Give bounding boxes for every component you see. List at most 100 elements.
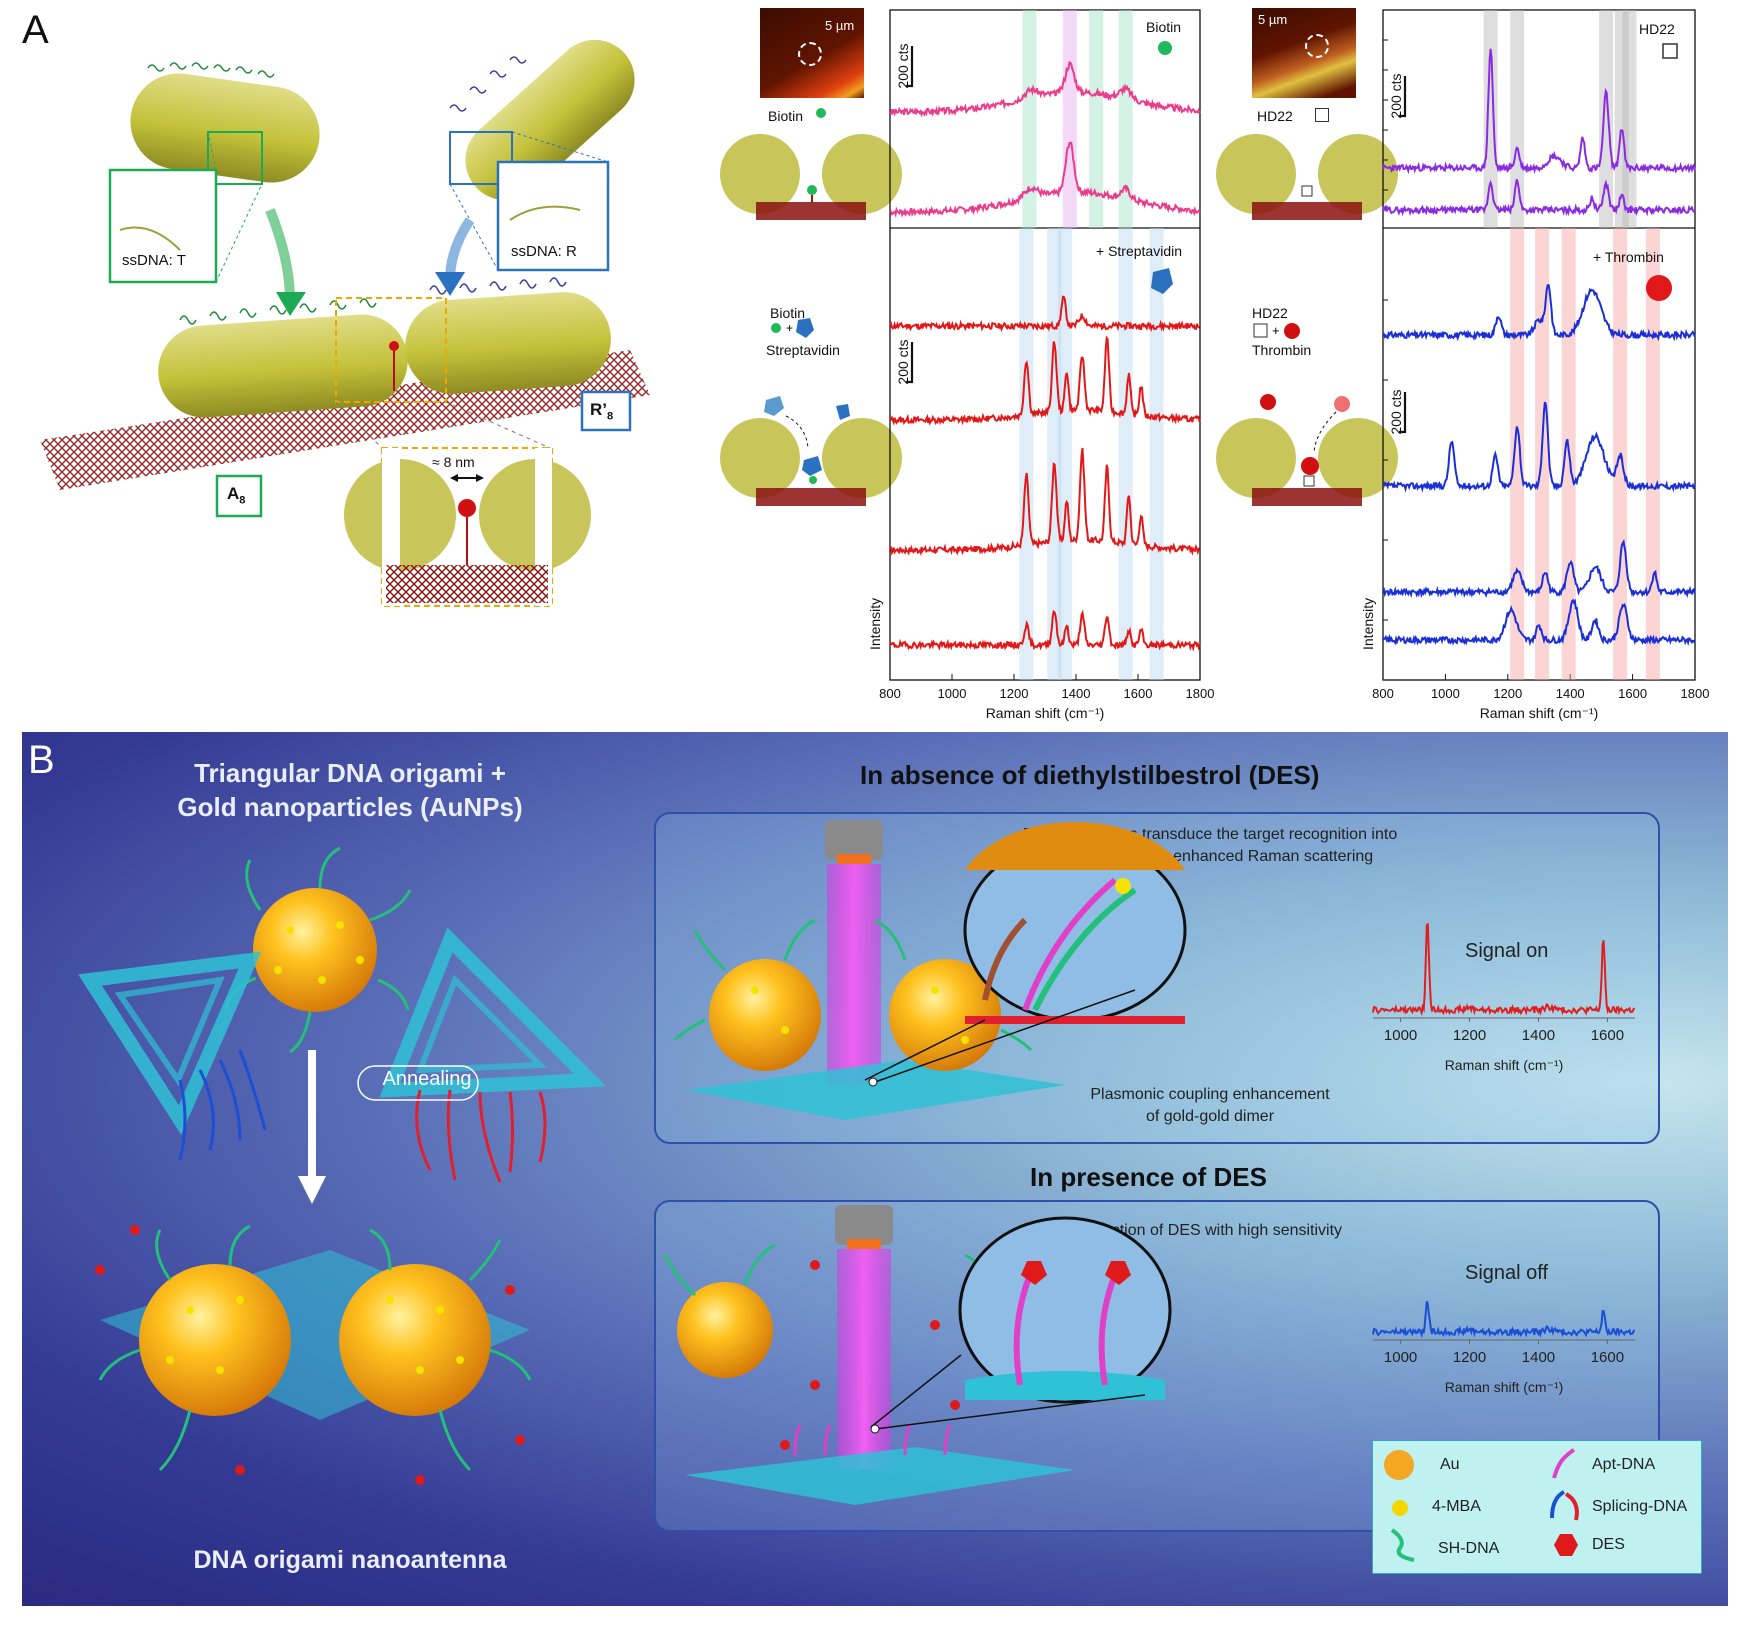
biotin-scale-bar: 5 µm (825, 18, 855, 33)
biotin-blue-band (1058, 228, 1073, 680)
biotin-top-scale-bar (906, 46, 914, 88)
signal-on-xlabel: Raman shift (cm⁻¹) (1445, 1057, 1564, 1073)
legend-splicing-icon (1550, 1490, 1579, 1521)
hd22-grey-band (1599, 10, 1614, 228)
hd22-thrombin-icon (1646, 275, 1672, 301)
hd22-bottom-spectrum-1 (1382, 284, 1696, 342)
signal-on-tick-label: 1600 (1591, 1027, 1624, 1044)
biotin-gap-icon-bottom (720, 396, 902, 506)
biotin-bottom-spectrum-4 (889, 609, 1201, 652)
biotin-circle-marker (798, 42, 822, 66)
hd22-xtick-label: 1200 (1493, 686, 1522, 701)
hd22-bottom-spectrum-2 (1382, 401, 1696, 493)
presence-desc: Detection of DES with high sensitivity (1077, 1222, 1343, 1239)
absence-note-2: of gold-gold dimer (1145, 1108, 1275, 1125)
hd22-red-band (1510, 228, 1525, 680)
hd22-grey-band (1622, 10, 1637, 228)
signal-off-tick-label: 1200 (1453, 1349, 1486, 1366)
hd22-top-legend-square (1662, 43, 1678, 59)
svg-text:+: + (786, 321, 793, 335)
hd22-scale-bar: 5 µm (1258, 12, 1288, 27)
absence-note-1: Plasmonic coupling enhancement (1090, 1086, 1330, 1103)
hd22-bottom-scale-label: 200 cts (1388, 389, 1404, 434)
signal-off-line (1372, 1301, 1636, 1339)
legend-sh-label: SH-DNA (1438, 1540, 1500, 1557)
hd22-grey-band (1510, 10, 1525, 228)
biotin-xtick-label: 1800 (1186, 686, 1215, 701)
hd22-top-scale-bar (1399, 76, 1407, 118)
legend-mba-label: 4-MBA (1432, 1498, 1481, 1515)
hd22-bottom-spectrum-3 (1382, 539, 1696, 599)
legend-des-icon (1554, 1534, 1578, 1556)
annealing-label: Annealing (382, 1068, 472, 1090)
legend-sh-icon (1390, 1528, 1415, 1562)
hd22-top-spectrum-2 (1382, 179, 1696, 217)
hd22-circle-marker (1305, 34, 1329, 58)
hd22-top-spectrum-1 (1382, 48, 1696, 175)
legend-des-label: DES (1592, 1536, 1625, 1553)
biotin-bottom-scale-bar (906, 342, 914, 384)
biotin-bottom-spectrum-3 (889, 447, 1200, 557)
biotin-bottom-scale-label: 200 cts (895, 339, 911, 384)
svg-text:+: + (1272, 323, 1280, 338)
signal-on-tick-label: 1200 (1453, 1027, 1486, 1044)
hd22-grey-band (1483, 10, 1498, 228)
rod-r (449, 39, 635, 201)
absence-title: In absence of diethylstilbestrol (DES) (860, 760, 1320, 790)
biotin-green-band (1089, 10, 1104, 228)
legend-apt-icon (1552, 1448, 1575, 1479)
hd22-xlabel: Raman shift (cm⁻¹) (1480, 705, 1599, 721)
biotin-bottom-spectrum-1 (889, 295, 1201, 333)
hd22-xtick-label: 1800 (1681, 686, 1710, 701)
hd22-ylabel: Intensity (1360, 598, 1376, 650)
hd22-top-legend: HD22 (1639, 21, 1675, 37)
biotin-streptavidin-icon (1151, 268, 1173, 294)
hd22-xtick-label: 1000 (1431, 686, 1460, 701)
a8-label: A8 (227, 484, 246, 507)
legend-box (1372, 1440, 1702, 1574)
legend-mba-icon (1392, 1500, 1408, 1516)
hd22-label-bottom-2: Thrombin (1252, 342, 1312, 358)
biotin-blue-band (1047, 228, 1062, 680)
signal-on-line (1372, 923, 1636, 1017)
presence-illustration (663, 1205, 1172, 1505)
ssdna-t-label: ssDNA: T (122, 252, 186, 269)
gap-label: ≈ 8 nm (432, 454, 475, 470)
biotin-label-bottom-2: Streptavidin (766, 342, 840, 358)
biotin-xtick-label: 1400 (1062, 686, 1091, 701)
hd22-bottom-spectrum-4 (1382, 598, 1696, 647)
hd22-gap-icon-top (1216, 134, 1398, 220)
biotin-blue-band (1019, 228, 1034, 680)
left-title-1: Triangular DNA origami + (194, 758, 506, 788)
biotin-green-dot (816, 108, 826, 118)
hd22-micrograph (1252, 8, 1356, 98)
panel-a-letter: A (22, 8, 49, 52)
signal-off-tick-label: 1400 (1522, 1349, 1555, 1366)
biotin-bottom-spectrum-2 (889, 335, 1201, 427)
biotin-xlabel: Raman shift (cm⁻¹) (986, 705, 1105, 721)
biotin-top-spectrum-1 (889, 61, 1201, 118)
presence-title: In presence of DES (1030, 1162, 1267, 1192)
biotin-bottom-legend: + Streptavidin (1096, 243, 1182, 259)
signal-on-tick-label: 1000 (1384, 1027, 1417, 1044)
left-title-2: Gold nanoparticles (AuNPs) (177, 792, 523, 822)
biotin-blue-band (1149, 228, 1164, 680)
r8-label: R’8 (590, 400, 614, 423)
hd22-top-scale-label: 200 cts (1388, 73, 1404, 118)
absence-illustration (673, 820, 1187, 1120)
ssdna-r-label: ssDNA: R (511, 243, 577, 260)
hd22-square-top (1315, 108, 1329, 122)
biotin-gap-icon-top (720, 134, 902, 220)
hd22-label-top: HD22 (1257, 108, 1293, 124)
signal-on-label: Signal on (1465, 940, 1549, 962)
biotin-frame (889, 9, 1201, 681)
hd22-grey-band (1614, 10, 1629, 228)
biotin-top-spectrum-2 (889, 141, 1201, 218)
signal-off-label: Signal off (1465, 1262, 1549, 1284)
biotin-top-legend: Biotin (1146, 19, 1181, 35)
hd22-xtick-label: 800 (1372, 686, 1394, 701)
